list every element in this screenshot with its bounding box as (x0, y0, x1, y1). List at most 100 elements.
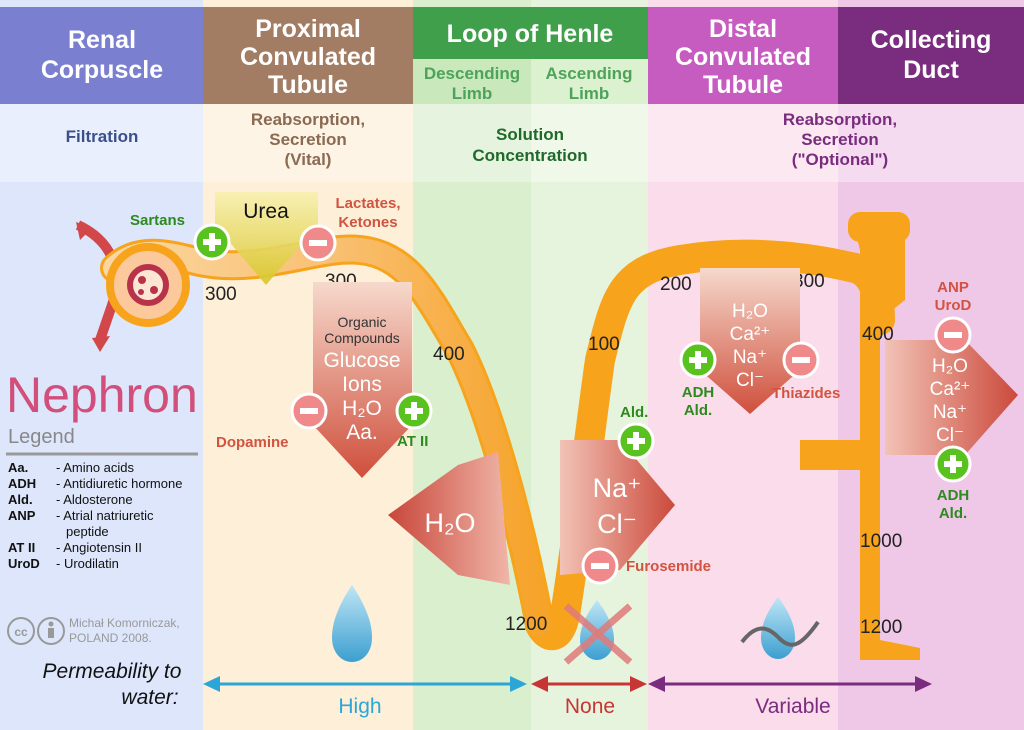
dct-ca: Ca²⁺ (730, 324, 771, 345)
legend-desc: - Urodilatin (56, 556, 119, 571)
legend-desc: - Angiotensin II (56, 540, 142, 555)
furosemide-label: Furosemide (626, 558, 711, 575)
header-collecting-2: Duct (903, 56, 959, 84)
credit-line-2: POLAND 2008. (69, 631, 152, 645)
header-renal-2: Corpuscle (41, 56, 163, 84)
legend-desc: peptide (66, 524, 109, 539)
osm-1200-cd: 1200 (860, 617, 902, 638)
loop-cl-label: Cl⁻ (597, 509, 637, 539)
legend-abbr: UroD (8, 556, 40, 571)
header-distal-2: Convulated (675, 43, 811, 71)
role-proximal-2: Secretion (269, 130, 346, 149)
header-proximal-1: Proximal (255, 15, 361, 43)
role-loop-2: Concentration (472, 146, 587, 165)
dct-cl: Cl⁻ (736, 370, 764, 391)
permeability-variable: Variable (755, 695, 831, 718)
header-collecting-1: Collecting (871, 26, 992, 54)
legend-desc: - Atrial natriuretic (56, 508, 154, 523)
cd-reabsorption-arrow (885, 340, 1018, 455)
legend-desc: - Antidiuretic hormone (56, 476, 182, 491)
dopamine-label: Dopamine (216, 434, 289, 451)
cd-h2o: H₂O (932, 356, 968, 377)
urea-arrow (215, 192, 318, 285)
collecting-duct (800, 222, 920, 660)
ald-label-2: Ald. (939, 505, 967, 522)
urod-label: UroD (935, 297, 972, 314)
glomerulus (127, 264, 169, 306)
dct-h2o: H₂O (732, 301, 768, 322)
legend-abbr: Ald. (8, 492, 33, 507)
lactates-minus-icon (299, 224, 337, 262)
role-distal-1: Reabsorption, (783, 110, 897, 129)
organic-label-2: Compounds (324, 330, 400, 346)
header-distal-1: Distal (709, 15, 777, 43)
urea-label: Urea (243, 200, 289, 223)
h2o-label: H₂O (342, 397, 382, 420)
none-permeability-arrow (531, 676, 647, 692)
ascending-limb-label-1: Ascending (546, 64, 633, 83)
lactates-label-2: Ketones (338, 214, 397, 231)
header-renal-1: Renal (68, 26, 136, 54)
high-permeability-arrow (203, 676, 527, 692)
water-drop-none-icon (563, 600, 633, 665)
permeability-high: High (338, 695, 381, 718)
role-distal-2: Secretion (801, 130, 878, 149)
renal-corpuscle-column (0, 0, 203, 730)
legend-abbr: ADH (8, 476, 36, 491)
cd-cl: Cl⁻ (936, 425, 964, 446)
role-proximal-1: Reabsorption, (251, 110, 365, 129)
glucose-label: Glucose (323, 349, 400, 372)
thiazides-minus-icon (782, 341, 820, 379)
osm-1000: 1000 (860, 531, 902, 552)
cc-text: cc (14, 625, 28, 639)
ald-label-1: Ald. (684, 402, 712, 419)
cd-ca: Ca²⁺ (930, 379, 971, 400)
permeability-label-2: water: (121, 686, 178, 709)
osm-200: 200 (660, 274, 692, 295)
role-distal-3: ("Optional") (792, 150, 888, 169)
dopamine-minus-icon (290, 392, 328, 430)
header-distal (648, 7, 838, 104)
loop-water-arrow (388, 452, 510, 585)
dct-reabsorption-arrow (700, 268, 800, 414)
legend-subtitle: Legend (8, 426, 75, 448)
ions-label: Ions (342, 373, 382, 396)
variable-permeability-arrow (648, 676, 932, 692)
osm-300-dct: 300 (793, 271, 825, 292)
at2-plus-icon (395, 392, 433, 430)
ascending-limb-label-2: Limb (569, 84, 610, 103)
legend-abbr: AT II (8, 540, 35, 555)
role-proximal-3: (Vital) (285, 150, 332, 169)
anp-label: ANP (937, 279, 969, 296)
role-filtration: Filtration (66, 127, 139, 146)
header-proximal-2: Convulated (240, 43, 376, 71)
permeability-label-1: Permeability to (43, 660, 182, 683)
ald-loop-plus-icon (617, 422, 655, 460)
header-loop-title: Loop of Henle (447, 20, 614, 48)
sartans-plus-icon (193, 223, 231, 261)
adh-label-2: ADH (937, 487, 970, 504)
header-proximal (203, 7, 413, 104)
loop-na-label: Na⁺ (593, 473, 642, 503)
ald-loop-label: Ald. (620, 404, 648, 421)
cd-na: Na⁺ (933, 402, 967, 423)
role-loop-1: Solution (496, 125, 564, 144)
header-proximal-3: Tubule (268, 71, 348, 99)
header-collecting (838, 7, 1024, 104)
water-drop-variable-icon (740, 597, 820, 659)
header-renal-corpuscle (0, 7, 203, 104)
legend-abbr: ANP (8, 508, 36, 523)
legend-title: Nephron (6, 367, 198, 423)
osm-100: 100 (588, 334, 620, 355)
legend-abbr: Aa. (8, 460, 28, 475)
adh-ald-plus-icon (679, 341, 717, 379)
at2-label: AT II (397, 433, 428, 450)
osm-400: 400 (433, 344, 465, 365)
header-loop (413, 7, 648, 59)
thiazides-label: Thiazides (772, 385, 840, 402)
osm-300-a: 300 (205, 284, 237, 305)
legend-desc: - Amino acids (56, 460, 135, 475)
